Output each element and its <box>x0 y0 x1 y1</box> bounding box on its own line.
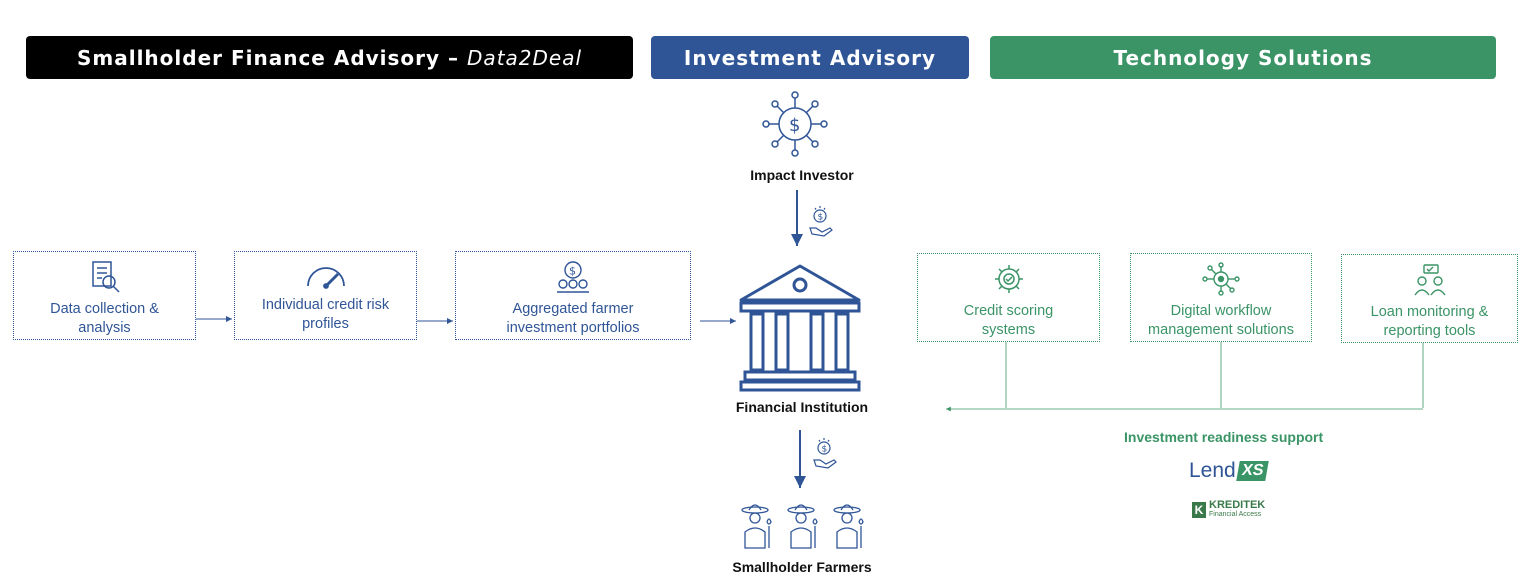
box-farmer-portfolios-label: Aggregated farmer investment portfolios <box>506 301 640 336</box>
box-loan-monitoring: Loan monitoring & reporting tools <box>1341 254 1518 343</box>
box-farmer-portfolios: $ Aggregated farmer investment portfolio… <box>455 251 691 340</box>
header-smallholder-finance-advisory: Smallholder Finance Advisory – Data2Deal <box>26 36 633 79</box>
box-loan-monitoring-label: Loan monitoring & reporting tools <box>1370 304 1489 339</box>
svg-text:$: $ <box>569 265 576 278</box>
box-credit-risk-profiles: Individual credit risk profiles <box>234 251 417 340</box>
header-technology-solutions: Technology Solutions <box>990 36 1496 79</box>
kreditek-mark-icon: K <box>1192 501 1206 518</box>
gear-check-icon <box>994 265 1023 293</box>
farmers-icon <box>741 504 864 549</box>
lendxs-badge: XS <box>1235 461 1269 481</box>
kreditek-logo: K KREDITEK Financial Access <box>1192 500 1265 519</box>
kreditek-title: KREDITEK <box>1209 499 1266 511</box>
header-technology-title: Technology Solutions <box>1113 45 1373 70</box>
box-credit-scoring-label: Credit scoring systems <box>963 303 1054 338</box>
svg-text:$: $ <box>818 213 824 223</box>
header-smallholder-title: Smallholder Finance Advisory – <box>76 45 460 70</box>
box-credit-scoring: Credit scoring systems <box>917 253 1100 342</box>
lendxs-text: Lend <box>1189 459 1236 482</box>
portfolio-coin-icon: $ <box>557 261 589 293</box>
box-digital-workflow-label: Digital workflow management solutions <box>1148 303 1294 338</box>
gauge-icon <box>306 267 345 289</box>
coin-hand-icon: $ <box>809 206 833 237</box>
box-digital-workflow: Digital workflow management solutions <box>1130 253 1312 342</box>
header-investment-title: Investment Advisory <box>683 45 937 70</box>
box-data-collection: Data collection & analysis <box>13 251 196 340</box>
lendxs-logo: Lend XS <box>1189 459 1269 483</box>
kreditek-subtitle: Financial Access <box>1209 511 1262 518</box>
header-smallholder-italic: Data2Deal <box>467 45 583 70</box>
document-magnifier-icon <box>91 261 120 293</box>
label-investment-readiness: Investment readiness support <box>1124 429 1324 445</box>
label-financial-institution: Financial Institution <box>735 399 869 415</box>
box-credit-risk-label: Individual credit risk profiles <box>261 297 390 332</box>
people-chat-icon <box>1413 264 1446 296</box>
svg-text:$: $ <box>822 445 828 455</box>
bank-icon <box>739 264 861 392</box>
svg-text:$: $ <box>789 115 800 136</box>
network-eye-icon <box>1202 262 1240 296</box>
investor-network-icon: $ <box>762 91 828 157</box>
label-smallholder-farmers: Smallholder Farmers <box>732 559 872 575</box>
label-impact-investor: Impact Investor <box>750 167 854 183</box>
header-investment-advisory: Investment Advisory <box>651 36 969 79</box>
coin-hand-icon-lower: $ <box>813 438 837 469</box>
box-data-collection-label: Data collection & analysis <box>50 301 159 336</box>
